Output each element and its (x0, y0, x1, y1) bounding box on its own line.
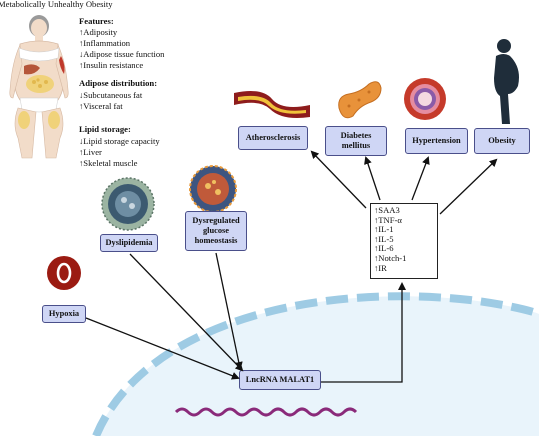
marker-item: ↑TNF-α (374, 214, 402, 225)
human-body-figure (9, 15, 69, 159)
arrow-malat1-to-markers (321, 282, 406, 383)
features-heading: Features: (79, 16, 114, 26)
adipose-heading: Adipose distribution: (79, 78, 158, 88)
features-item: ↑Insulin resistance (79, 60, 144, 70)
lipid-item: ↓Lipid storage capacity (79, 136, 160, 146)
arrow-hypoxia-to-malat1 (85, 317, 240, 380)
lipoprotein-icon (101, 177, 155, 231)
marker-item: ↑Notch-1 (374, 252, 407, 263)
atherosclerosis-box: Atherosclerosis (238, 126, 308, 150)
hypertension-box: Hypertension (405, 128, 468, 154)
dyslipidemia-box: Dyslipidemia (100, 234, 158, 252)
features-item: ↓Adipose tissue function (79, 49, 165, 59)
features-item: ↑Adiposity (79, 27, 118, 37)
artery-icon (234, 91, 310, 118)
lipid-item: ↑Skeletal muscle (79, 158, 138, 168)
figure-title: Metabolically Unhealthy Obesity (0, 0, 113, 9)
marker-item: ↑SAA3 (374, 205, 400, 215)
arrow-to-hypertension (411, 156, 430, 201)
arrow-to-diabetes (364, 156, 381, 201)
arrow-to-atherosclerosis (310, 150, 367, 209)
marker-list: ↑SAA3 ↑TNF-α ↑IL-1 ↑IL-5 ↑IL-6 ↑Notch-1 … (370, 203, 438, 279)
marker-item: ↑IL-1 (374, 224, 394, 235)
lipid-heading: Lipid storage: (79, 124, 131, 134)
arrow-to-obesity (439, 158, 498, 215)
glucose-line: glucose (202, 226, 230, 235)
diabetes-box: Diabetes mellitus (325, 126, 387, 156)
arrow-dyslipidemia-to-malat1 (129, 253, 244, 372)
blood-vessel-icon (404, 78, 446, 120)
marker-item: ↑IR (374, 262, 387, 273)
oxygen-icon (47, 256, 81, 290)
lipid-item: ↑Liver (79, 147, 102, 157)
glucose-line: homeostasis (194, 236, 238, 245)
adipose-item: ↓Subcutaneous fat (79, 90, 143, 100)
marker-item: ↑IL-5 (374, 233, 394, 244)
diabetes-line: Diabetes (340, 131, 372, 140)
glucose-box: Dysregulated glucose homeostasis (185, 211, 247, 251)
malat1-box: LncRNA MALAT1 (239, 370, 321, 390)
glucose-line: Dysregulated (192, 216, 240, 225)
hypoxia-box: Hypoxia (42, 305, 86, 323)
obesity-box: Obesity (474, 128, 530, 154)
arrow-glucose-to-malat1 (215, 252, 243, 370)
obese-person-icon (494, 39, 519, 124)
features-item: ↑Inflammation (79, 38, 131, 48)
adipose-item: ↑Visceral fat (79, 101, 123, 111)
pancreas-icon (338, 81, 382, 119)
marker-item: ↑IL-6 (374, 243, 394, 254)
diabetes-line: mellitus (341, 141, 371, 150)
